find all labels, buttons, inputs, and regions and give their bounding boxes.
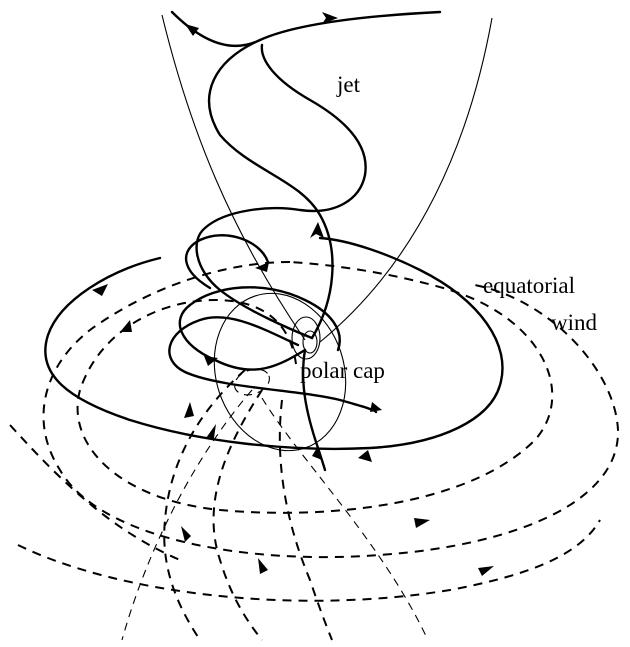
label-polar-cap: polar cap: [300, 358, 385, 383]
field-line-outer-spiral: [178, 286, 341, 371]
arrow-mid-spiral: [204, 356, 218, 366]
arrow-dash-bottom-right: [478, 566, 494, 576]
field-line-left-arc: [184, 234, 270, 290]
jet-cone-left-boundary: [161, 14, 306, 341]
arrow-left-ring: [255, 262, 269, 272]
dipole-dashed-small-loop: [234, 368, 270, 396]
arrow-jet-mid: [310, 222, 324, 238]
arrow-lower-curve: [312, 446, 322, 460]
jet-cone-right-boundary: [319, 17, 493, 343]
field-line-jet-helix: [170, 10, 442, 340]
arrow-lower-right: [370, 402, 382, 412]
arrow-jet-left: [185, 24, 199, 36]
arrow-outer-left: [92, 284, 108, 296]
arrow-dash-left: [120, 320, 132, 332]
arrow-dipole-lower-mid: [258, 558, 268, 574]
dipole-dashed-line-right: [278, 399, 333, 641]
dipole-dashed-line-thin-left: [121, 389, 253, 641]
label-wind: wind: [551, 310, 598, 335]
field-line-lower-curve: [301, 348, 327, 472]
label-equatorial: equatorial: [483, 273, 575, 298]
arrow-lower-ellipse: [358, 450, 372, 462]
polar-cap-ring: [291, 316, 321, 360]
dipole-dashed-line-thin-right: [261, 397, 427, 637]
equatorial-wind-spiral-outermost: [9, 424, 181, 561]
field-line-large-ellipse: [44, 236, 504, 451]
arrow-dipole-mid: [206, 424, 216, 438]
label-jet: jet: [336, 72, 361, 97]
equatorial-wind-spiral-inner: [76, 261, 554, 514]
dipole-dashed-line-left: [163, 369, 246, 641]
dipole-dashed-line-mid: [212, 389, 263, 641]
arrow-dipole-left: [184, 402, 194, 418]
arrow-dipole-lower-left: [181, 526, 191, 542]
equatorial-wind-lower-arc: [17, 519, 601, 602]
arrow-dash-right: [414, 518, 430, 528]
equatorial-wind-spiral-outer: [42, 261, 620, 559]
polar-cap-inner: [302, 330, 318, 354]
arrowheads: [92, 12, 494, 576]
field-line-mid-spiral: [168, 316, 378, 414]
arrow-jet-top: [322, 12, 338, 24]
